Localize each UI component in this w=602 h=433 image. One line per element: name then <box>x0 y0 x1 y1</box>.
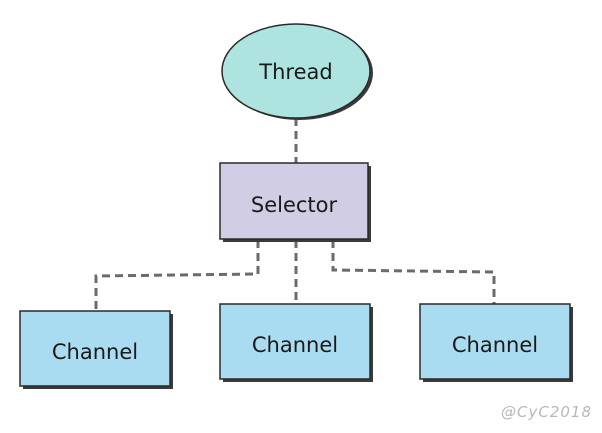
thread-label: Thread <box>258 60 332 84</box>
edge-selector-channel-right <box>331 240 496 304</box>
thread-ellipse <box>221 23 371 119</box>
selector-node: Selector <box>219 162 371 242</box>
channel-label-right: Channel <box>452 333 538 357</box>
selector-box <box>219 162 369 240</box>
channel-node-left: Channel <box>19 310 173 389</box>
selector-label: Selector <box>251 193 338 217</box>
channel-box-left <box>19 310 171 387</box>
channel-label-left: Channel <box>52 340 138 364</box>
edge-selector-channel-left <box>94 240 260 311</box>
channel-node-middle: Channel <box>219 303 373 382</box>
channel-node-right: Channel <box>419 303 573 382</box>
channel-box-middle <box>219 303 371 380</box>
watermark: @CyC2018 <box>501 403 592 421</box>
channel-box-right <box>419 303 571 380</box>
channel-label-middle: Channel <box>252 333 338 357</box>
thread-node: Thread <box>221 23 373 120</box>
